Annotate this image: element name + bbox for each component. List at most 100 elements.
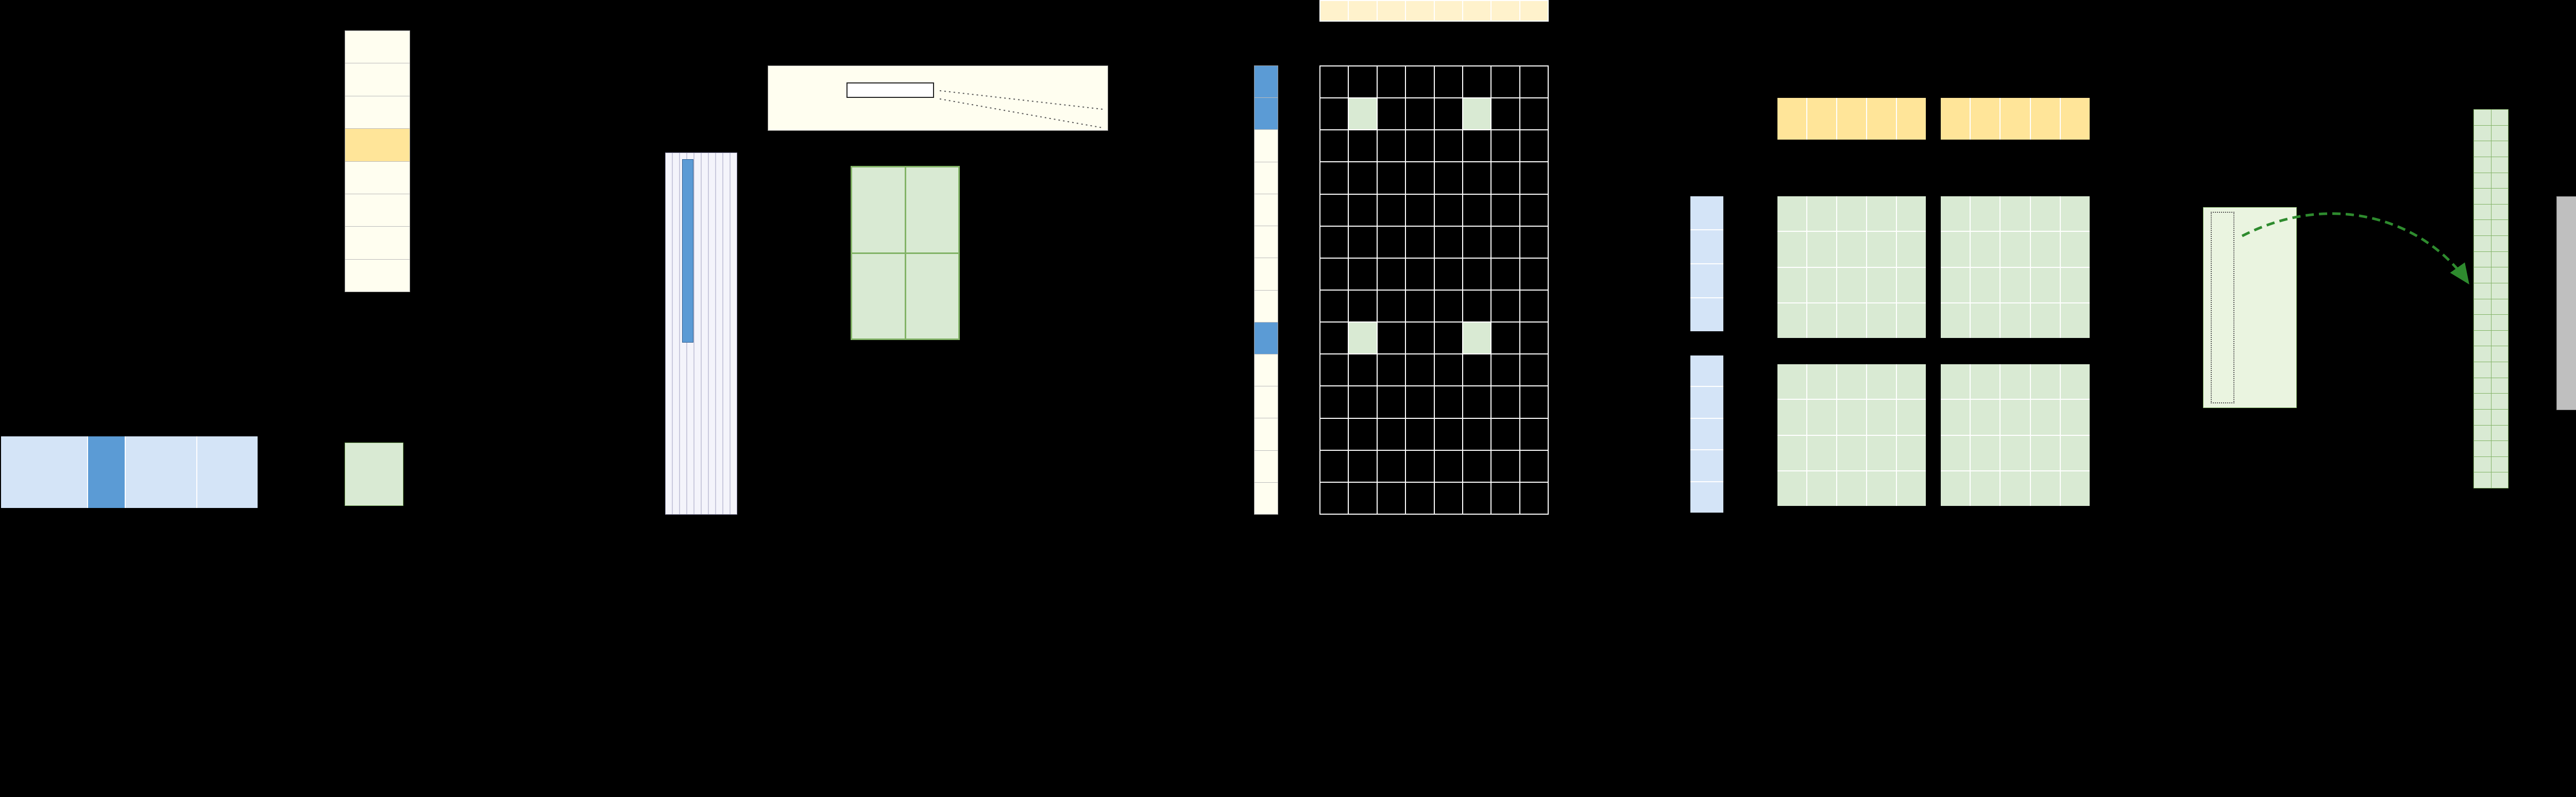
header-strip-right bbox=[1941, 98, 2090, 140]
grid-cell bbox=[1971, 196, 2000, 231]
grid-cell bbox=[2491, 378, 2508, 394]
strip-cell bbox=[1837, 98, 1866, 140]
grid-cell bbox=[1837, 364, 1866, 399]
grid-cell bbox=[2474, 346, 2491, 362]
grid-cell bbox=[1867, 471, 1896, 506]
grid-cell bbox=[1807, 400, 1836, 435]
grid-cell bbox=[1492, 98, 1519, 130]
grid-cell bbox=[2491, 157, 2508, 173]
grid-cell bbox=[2491, 330, 2508, 346]
zoom-box bbox=[846, 82, 934, 98]
grid-cell bbox=[1867, 400, 1896, 435]
grid-cell bbox=[1897, 303, 1926, 338]
column-header-strip bbox=[1319, 0, 1549, 22]
grid-cell bbox=[1971, 471, 2000, 506]
grid-cell bbox=[1349, 354, 1377, 386]
grid-cell bbox=[1971, 400, 2000, 435]
tile-grid-bottom-right bbox=[1941, 364, 2090, 506]
strip-cell bbox=[1434, 1, 1462, 21]
grid-cell bbox=[1492, 354, 1519, 386]
grid-cell bbox=[1941, 471, 1970, 506]
strip-cell bbox=[125, 436, 197, 508]
grid-cell bbox=[2060, 364, 2090, 399]
grid-cell bbox=[2491, 204, 2508, 220]
grid-cell bbox=[1406, 290, 1434, 322]
grid-cell bbox=[1941, 196, 1970, 231]
strip-cell bbox=[1867, 98, 1896, 140]
grid-cell bbox=[1807, 196, 1836, 231]
grid-cell bbox=[1406, 162, 1434, 194]
grid-cell bbox=[1377, 354, 1405, 386]
grid-cell bbox=[1867, 196, 1896, 231]
grid-cell bbox=[1377, 130, 1405, 162]
grid-cell bbox=[1377, 386, 1405, 418]
gather-panel bbox=[2203, 207, 2297, 408]
grid-cell bbox=[2491, 251, 2508, 267]
grid-cell bbox=[906, 253, 958, 338]
grid-cell bbox=[1492, 130, 1519, 162]
highlighted-grid-cell bbox=[1463, 98, 1491, 130]
strip-cell bbox=[197, 436, 258, 508]
grid-cell bbox=[1520, 418, 1548, 450]
grid-cell bbox=[1463, 418, 1491, 450]
grid-cell bbox=[2474, 204, 2491, 220]
grid-cell bbox=[1492, 386, 1519, 418]
grid-cell bbox=[1520, 130, 1548, 162]
strip-cell bbox=[1255, 418, 1278, 450]
grid-cell bbox=[1777, 196, 1806, 231]
highlighted-grid-cell bbox=[1463, 323, 1491, 354]
grid-cell bbox=[1434, 290, 1462, 322]
grid-cell bbox=[1320, 194, 1348, 226]
strip-cell bbox=[1349, 1, 1377, 21]
grid-cell bbox=[2030, 303, 2060, 338]
grid-cell bbox=[2001, 400, 2030, 435]
grid-cell bbox=[1520, 354, 1548, 386]
tile-grid-top-right bbox=[1941, 196, 2090, 338]
grid-cell bbox=[2474, 220, 2491, 235]
grid-cell bbox=[1406, 354, 1434, 386]
grid-cell bbox=[1867, 303, 1896, 338]
grid-cell bbox=[1377, 258, 1405, 290]
grid-cell bbox=[2491, 125, 2508, 141]
grid-cell bbox=[1434, 226, 1462, 258]
grid-cell bbox=[2001, 364, 2030, 399]
grid-cell bbox=[1837, 435, 1866, 470]
grid-cell bbox=[1777, 267, 1806, 302]
grid-cell bbox=[1406, 98, 1434, 130]
grid-cell bbox=[2491, 299, 2508, 315]
highlighted-strip-cell bbox=[1255, 98, 1278, 130]
grid-cell bbox=[1971, 303, 2000, 338]
grid-cell bbox=[2491, 441, 2508, 456]
row-index-strip bbox=[1254, 65, 1278, 515]
grid-cell bbox=[1463, 130, 1491, 162]
grid-cell bbox=[1971, 435, 2000, 470]
grid-cell bbox=[1377, 194, 1405, 226]
selected-column-bar bbox=[682, 159, 693, 343]
grid-cell bbox=[2491, 456, 2508, 472]
grid-cell bbox=[1807, 435, 1836, 470]
strip-cell bbox=[1690, 418, 1723, 450]
grid-cell bbox=[1867, 435, 1896, 470]
strip-cell bbox=[1520, 1, 1548, 21]
grid-cell bbox=[2474, 125, 2491, 141]
grid-cell bbox=[1349, 386, 1377, 418]
strip-cell bbox=[1255, 290, 1278, 322]
grid-cell bbox=[2474, 315, 2491, 330]
grid-cell bbox=[1520, 258, 1548, 290]
grid-cell bbox=[2491, 425, 2508, 441]
grid-cell bbox=[1941, 364, 1970, 399]
grid-cell bbox=[1406, 450, 1434, 482]
strip-cell bbox=[1897, 98, 1926, 140]
grid-cell bbox=[1377, 162, 1405, 194]
grid-cell bbox=[2030, 364, 2060, 399]
strip-cell bbox=[1463, 1, 1491, 21]
zoom-source-panel bbox=[768, 65, 1108, 131]
grid-cell bbox=[2030, 471, 2060, 506]
grid-cell bbox=[1377, 66, 1405, 98]
output-strip-bottom bbox=[1690, 355, 1723, 513]
tile-grid-bottom-left bbox=[1777, 364, 1926, 506]
strip-cell bbox=[1690, 387, 1723, 418]
grid-cell bbox=[1434, 258, 1462, 290]
grid-cell bbox=[1320, 66, 1348, 98]
grid-cell bbox=[1349, 450, 1377, 482]
